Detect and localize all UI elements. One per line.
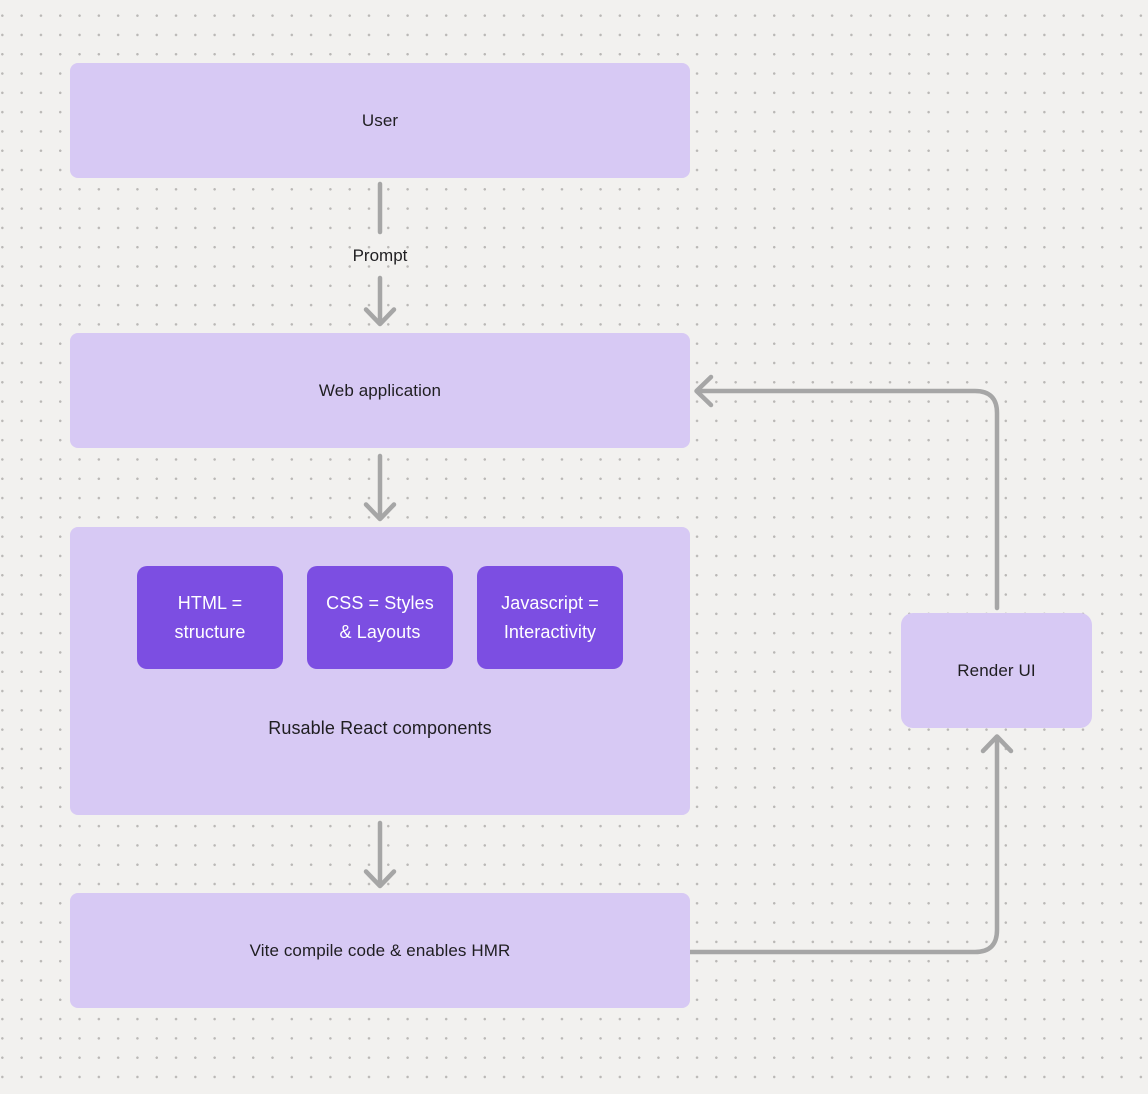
arrowhead-left-webapp-icon <box>694 374 714 408</box>
chip-css-line2: & Layouts <box>339 621 421 642</box>
node-react-components-group[interactable]: HTML = structure CSS = Styles & Layouts … <box>70 527 690 815</box>
chip-html-line2: structure <box>174 621 246 642</box>
arrowhead-down-group-icon <box>363 502 397 522</box>
react-components-caption: Rusable React components <box>268 718 492 738</box>
arrowhead-up-render-icon <box>980 734 1014 754</box>
node-render-ui[interactable]: Render UI <box>901 613 1092 728</box>
chip-css[interactable]: CSS = Styles & Layouts <box>307 566 453 669</box>
chip-html[interactable]: HTML = structure <box>137 566 283 669</box>
chip-html-line1: HTML = <box>177 592 243 613</box>
arrowhead-down-webapp-icon <box>363 307 397 327</box>
edge-label-prompt: Prompt <box>352 246 408 265</box>
node-vite[interactable]: Vite compile code & enables HMR <box>70 893 690 1008</box>
node-web-application-label: Web application <box>318 380 442 400</box>
node-user[interactable]: User <box>70 63 690 178</box>
node-vite-label: Vite compile code & enables HMR <box>249 940 511 960</box>
node-render-ui-label: Render UI <box>957 660 1036 680</box>
chip-javascript-line2: Interactivity <box>503 621 597 642</box>
node-user-label: User <box>361 110 399 130</box>
edge-vite-to-render-shaft <box>687 739 1000 955</box>
edge-render-to-webapp-shaft <box>699 388 1000 611</box>
chip-css-line1: CSS = Styles <box>326 592 434 613</box>
arrowhead-down-vite-icon <box>363 869 397 889</box>
chip-javascript[interactable]: Javascript = Interactivity <box>477 566 623 669</box>
node-web-application[interactable]: Web application <box>70 333 690 448</box>
chip-javascript-line1: Javascript = <box>501 592 599 613</box>
